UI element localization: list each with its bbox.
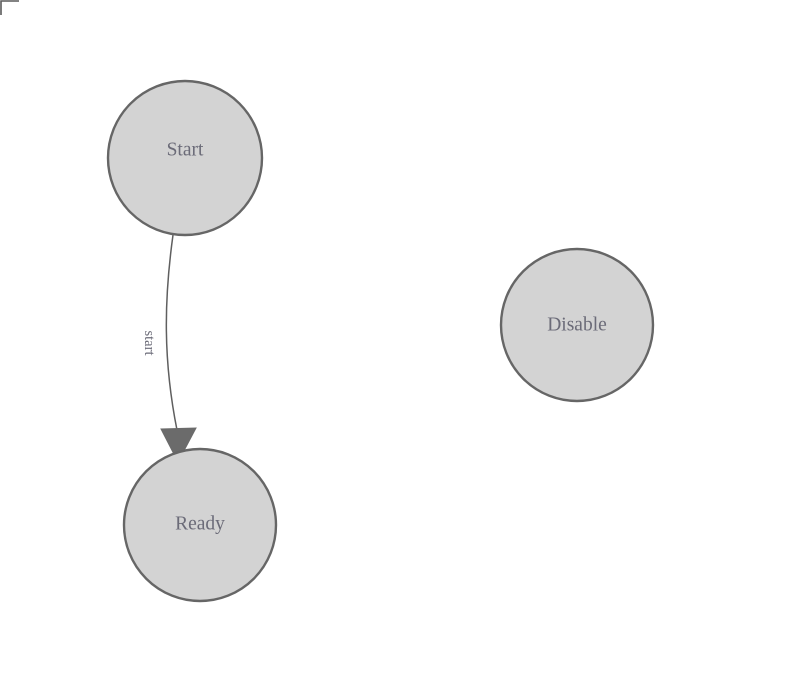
arrowhead-icon (160, 427, 197, 464)
node-ready[interactable]: Ready (122, 447, 278, 603)
node-disable-circle[interactable] (499, 247, 655, 403)
edge-label-group: start (141, 331, 157, 356)
canvas-corner-mark (0, 0, 19, 15)
node-start[interactable]: Start (106, 79, 264, 237)
node-start-circle[interactable] (106, 79, 264, 237)
node-disable[interactable]: Disable (499, 247, 655, 403)
edge-label-start: start (141, 331, 157, 356)
node-ready-circle[interactable] (122, 447, 278, 603)
edge-start-to-ready[interactable]: start (141, 234, 197, 464)
edge-path[interactable] (165, 234, 178, 431)
